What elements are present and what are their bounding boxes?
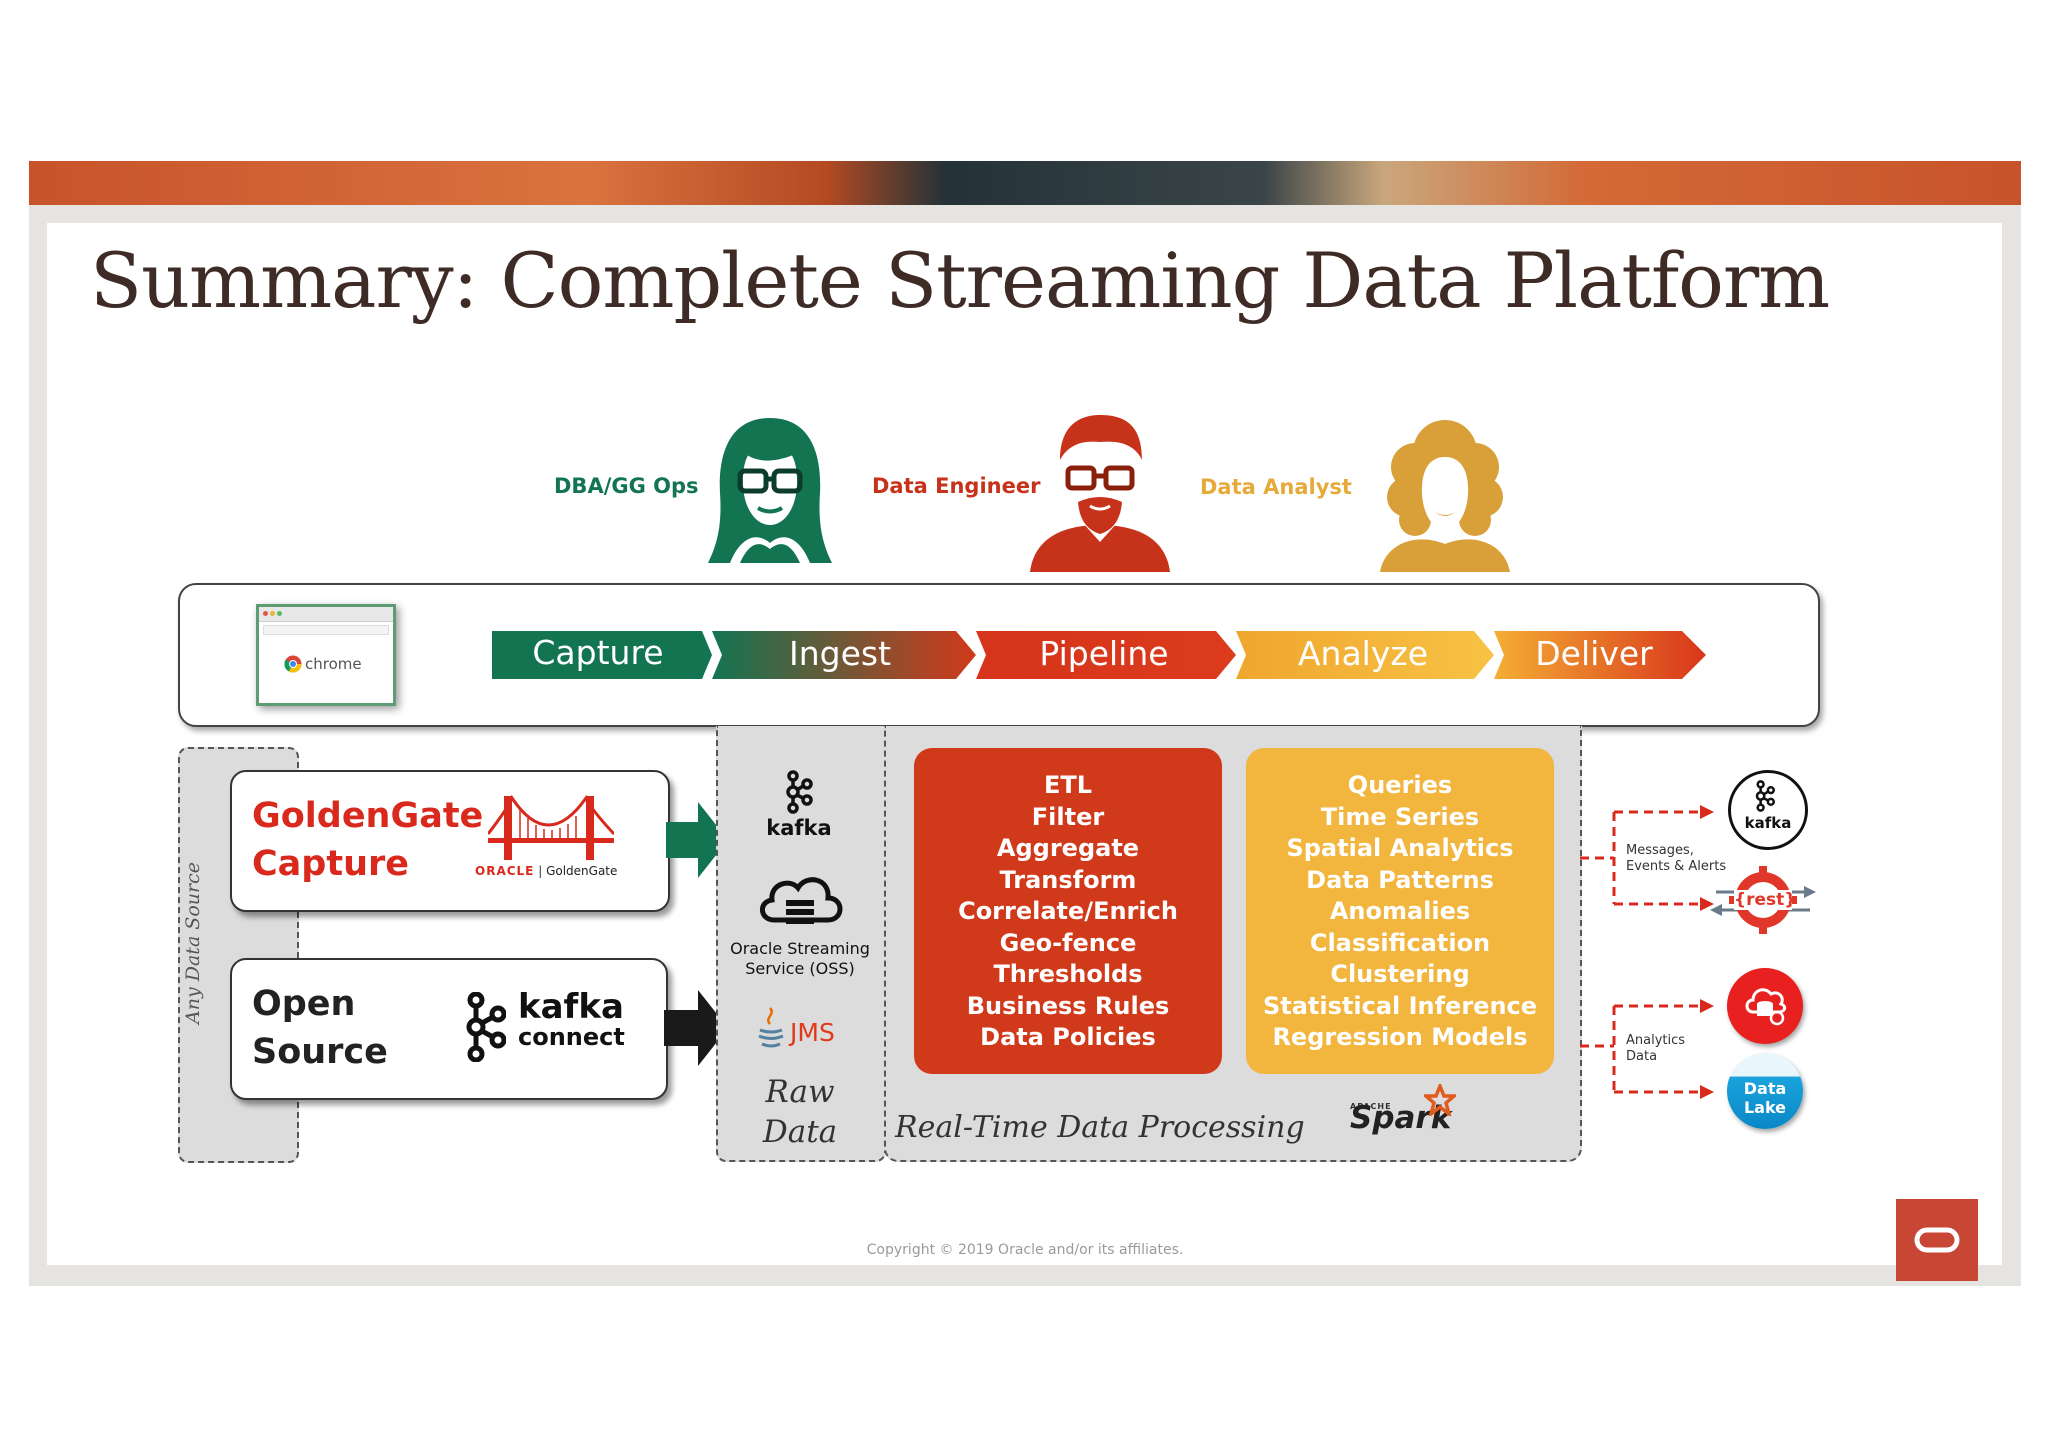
messages-label: Messages, Events & Alerts: [1626, 843, 1726, 875]
goldengate-to-raw-arrow: [666, 802, 728, 878]
pipeline-item: Data Policies: [980, 1023, 1156, 1051]
pipeline-item: Correlate/Enrich: [958, 897, 1178, 925]
data-lake-badge: [1727, 1053, 1803, 1129]
persona-label-analyst: Data Analyst: [1200, 475, 1352, 499]
oss-label-line1: Oracle Streaming: [730, 939, 870, 958]
output-kafka-badge: [1728, 770, 1808, 850]
java-cup-icon: [758, 1007, 784, 1048]
stage-analyze-label: Analyze: [1297, 634, 1429, 673]
goldengate-line2: Capture: [252, 844, 410, 884]
oracle-goldengate-logo: ORACLE | GoldenGate: [475, 864, 618, 878]
jms-label: JMS: [790, 1018, 835, 1047]
output-kafka-label: kafka: [1744, 814, 1792, 832]
raw-data-caption-line2: Data: [762, 1114, 838, 1150]
processing-caption: Real-Time Data Processing: [895, 1110, 1305, 1145]
golden-gate-bridge-icon: [488, 794, 614, 860]
stage-capture-label: Capture: [532, 633, 664, 672]
analyze-box: Queries Time Series Spatial Analytics Da…: [1246, 748, 1554, 1074]
cloud-database-icon: [1745, 988, 1787, 1026]
pipeline-item: Aggregate: [996, 834, 1140, 862]
open-source-title: Open Source: [252, 980, 388, 1076]
stage-pipeline-label: Pipeline: [1039, 634, 1169, 673]
chrome-label: chrome: [305, 655, 362, 673]
analyze-item: Statistical Inference: [1262, 991, 1538, 1020]
rest-label: {rest}: [1734, 890, 1797, 910]
spark-star-icon: [1424, 1084, 1456, 1116]
analyze-item: Classification: [1309, 928, 1491, 957]
oracle-logo-badge: [1896, 1199, 1978, 1281]
analyze-item: Regression Models: [1272, 1023, 1528, 1051]
output-kafka-icon: [1755, 780, 1775, 812]
open-source-card: [230, 958, 668, 1100]
goldengate-title: GoldenGate Capture: [252, 792, 483, 888]
messages-label-line2: Events & Alerts: [1626, 859, 1727, 874]
dba-avatar-icon: [708, 418, 832, 563]
oracle-logo-icon: [1914, 1227, 1960, 1253]
oracle-brand-text: ORACLE: [475, 864, 535, 878]
analyze-item: Data Patterns: [1306, 865, 1494, 894]
copyright-footer: Copyright © 2019 Oracle and/or its affil…: [866, 1242, 1184, 1258]
output-connectors: [1580, 805, 1714, 1099]
kafka-connect-logo-text: kafka connect: [518, 990, 625, 1050]
analyst-avatar-icon: [1380, 420, 1510, 572]
browser-tab-bar: [259, 607, 393, 622]
kafka-connect-icon: [466, 992, 506, 1062]
data-lake-label: Data Lake: [1727, 1079, 1803, 1117]
messages-label-line1: Messages,: [1626, 843, 1694, 858]
oss-label-line2: Service (OSS): [745, 959, 855, 978]
pipeline-box: ETL Filter Aggregate Transform Correlate…: [914, 748, 1222, 1074]
pipeline-item: Transform: [999, 865, 1137, 894]
stage-analyze-arrow: [1236, 631, 1494, 679]
analyze-item: Anomalies: [1329, 897, 1471, 925]
analyze-item: Clustering: [1330, 960, 1470, 988]
persona-label-dba: DBA/GG Ops: [554, 474, 699, 498]
stage-ingest-arrow: [712, 631, 976, 679]
header-banner: [29, 161, 2021, 205]
raw-data-caption: Raw Data: [752, 1072, 848, 1152]
engineer-avatar-icon: [1030, 415, 1170, 572]
analyze-item: Time Series: [1320, 802, 1480, 831]
persona-label-engineer: Data Engineer: [872, 474, 1041, 498]
cloud-server-icon: [760, 877, 843, 924]
analyze-item: Queries: [1347, 771, 1453, 799]
kafka-icon: [786, 770, 813, 814]
stage-capture-arrow: [492, 631, 712, 679]
analyze-item: Spatial Analytics: [1286, 834, 1514, 862]
stage-pipeline-arrow: [976, 631, 1236, 679]
data-lake-line2: Lake: [1743, 1098, 1787, 1117]
stage-ingest-label: Ingest: [788, 634, 892, 673]
stage-deliver-label: Deliver: [1535, 634, 1653, 673]
stage-arrows: [492, 631, 1706, 679]
analytics-label-line1: Analytics: [1626, 1033, 1686, 1048]
browser-address-bar: [263, 625, 389, 635]
chrome-icon: [284, 655, 302, 673]
chrome-logo: chrome: [284, 655, 362, 673]
kafka-connect-bottom: connect: [518, 1023, 625, 1051]
analytics-label-line2: Data: [1626, 1049, 1658, 1064]
pipeline-item: Business Rules: [966, 991, 1170, 1020]
pipeline-item: Filter: [1031, 802, 1105, 831]
raw-data-caption-line1: Raw: [765, 1074, 835, 1110]
oss-label: Oracle Streaming Service (OSS): [730, 939, 870, 979]
chrome-browser-window: chrome: [256, 604, 396, 706]
pipeline-item: Geo-fence: [999, 928, 1137, 957]
open-source-line2: Source: [252, 1032, 388, 1072]
goldengate-line1: GoldenGate: [252, 796, 484, 836]
pipeline-item: Thresholds: [993, 960, 1143, 988]
goldengate-product-text: GoldenGate: [546, 864, 618, 878]
analytics-data-label: Analytics Data: [1626, 1033, 1685, 1065]
pipeline-item: ETL: [1043, 771, 1093, 799]
kafka-connect-top: kafka: [518, 987, 624, 1027]
open-source-line1: Open: [252, 984, 356, 1024]
raw-kafka-label: kafka: [766, 816, 832, 840]
slide-title: Summary: Complete Streaming Data Platfor…: [90, 236, 1830, 325]
data-lake-line1: Data: [1743, 1079, 1787, 1098]
spark-apache-text: APACHE: [1350, 1102, 1392, 1111]
opensource-to-raw-arrow: [664, 990, 728, 1066]
stage-deliver-arrow: [1494, 631, 1706, 679]
any-data-source-label: Any Data Source: [182, 862, 204, 1024]
